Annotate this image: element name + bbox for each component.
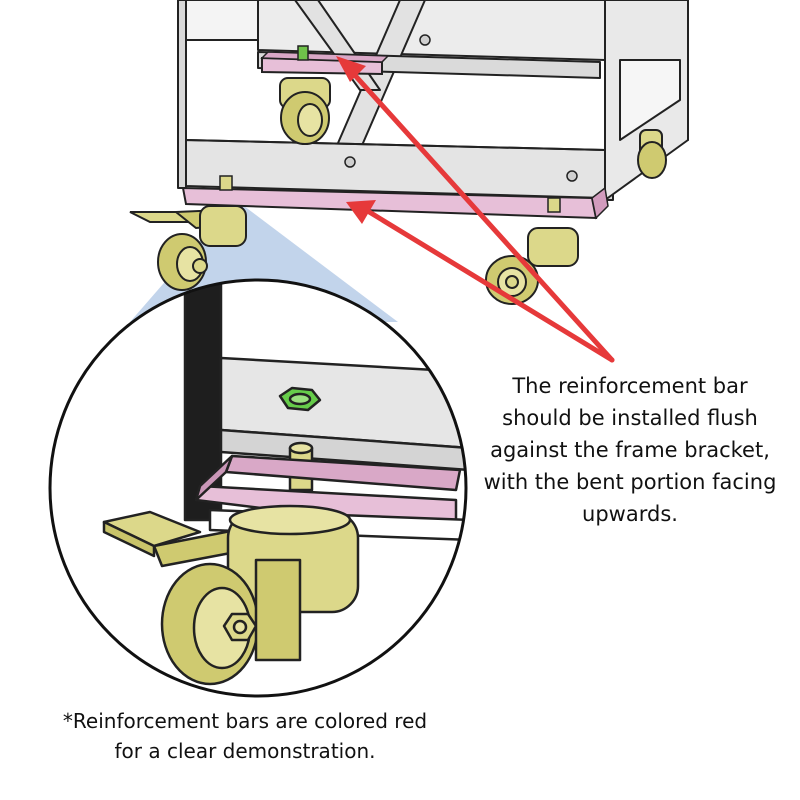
caster-wheel-icon	[129, 205, 247, 291]
instruction-line-5: upwards.	[582, 502, 678, 526]
front-left-bolt	[219, 175, 233, 191]
installation-instruction: The reinforcement bar should be installe…	[470, 370, 790, 530]
instruction-line-4: with the bent portion facing	[483, 470, 777, 494]
zoom-circle-border	[48, 278, 468, 698]
front-right-bolt	[547, 197, 561, 213]
color-footnote: *Reinforcement bars are colored red for …	[20, 706, 470, 766]
cart-frame	[177, 0, 689, 201]
rear-bolt	[297, 45, 309, 61]
caster-wheel-icon	[279, 77, 331, 145]
caster-wheel-icon	[637, 129, 667, 179]
instruction-line-1: The reinforcement bar	[512, 374, 748, 398]
red-arrow-icon	[346, 200, 615, 363]
front-reinforcement-bar-edge	[591, 186, 609, 220]
footnote-line-2: for a clear demonstration.	[114, 739, 376, 763]
zoomed-detail	[102, 280, 466, 686]
panel-screw-1	[344, 156, 356, 168]
instruction-line-3: against the frame bracket,	[490, 438, 770, 462]
instruction-line-2: should be installed flush	[502, 406, 758, 430]
support-screw	[419, 34, 431, 46]
red-arrow-icon	[336, 56, 615, 363]
panel-screw-2	[566, 170, 578, 182]
footnote-line-1: *Reinforcement bars are colored red	[62, 709, 428, 733]
